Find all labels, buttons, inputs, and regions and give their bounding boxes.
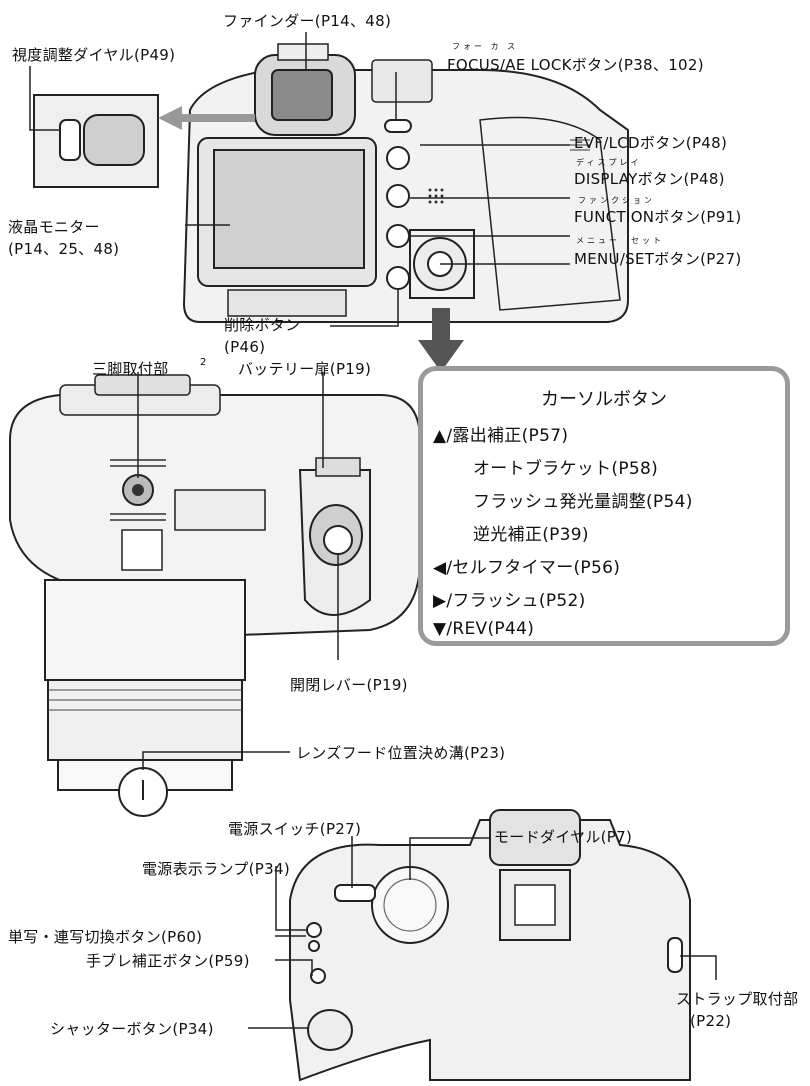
delete-button-pages: (P46) <box>224 338 266 356</box>
delete-button-label: 削除ボタン <box>224 316 301 334</box>
strap-mount-pages: (P22) <box>690 1012 732 1030</box>
power-lamp-label: 電源表示ランプ(P34) <box>142 860 290 878</box>
focus-ruby: フォー カ ス <box>452 42 519 51</box>
cursor-row-backlight: 逆光補正(P39) <box>473 525 589 545</box>
finder-label: ファインダー(P14、48) <box>223 12 392 30</box>
cursor-button-box: カーソルボタン ▲/露出補正(P57) オートブラケット(P58) フラッシュ発… <box>418 366 790 646</box>
camera-rear-illustration <box>33 43 629 372</box>
strap-mount-label: ストラップ取付部 <box>676 990 799 1008</box>
burst-button-label: 単写・連写切換ボタン(P60) <box>8 928 203 946</box>
tripod-mount-label: 三脚取付部 <box>92 360 169 378</box>
cursor-row-up: ▲/露出補正(P57) <box>433 426 569 446</box>
mode-dial-label: モードダイヤル(P7) <box>494 828 633 846</box>
cursor-row-right: ▶/フラッシュ(P52) <box>433 591 586 611</box>
cursor-row-flash-output: フラッシュ発光量調整(P54) <box>473 492 693 512</box>
evf-lcd-label: EVF/LCDボタン(P48) <box>574 134 728 152</box>
cursor-row-down: ▼/REV(P44) <box>433 619 535 639</box>
shutter-button-label: シャッターボタン(P34) <box>50 1020 214 1038</box>
function-ruby: ファンクション <box>578 196 655 205</box>
stabilizer-button-label: 手ブレ補正ボタン(P59) <box>86 952 250 970</box>
release-lever-label: 開閉レバー(P19) <box>290 676 408 694</box>
camera-bottom-illustration <box>9 374 421 817</box>
leader-lines <box>29 32 717 1029</box>
function-button-label: FUNCTIONボタン(P91) <box>574 208 742 226</box>
lcd-monitor-label: 液晶モニター <box>8 218 100 236</box>
display-button-label: DISPLAYボタン(P48) <box>574 170 725 188</box>
menu-ruby: メニュー セット <box>576 236 664 245</box>
battery-door-label: バッテリー扉(P19) <box>238 360 372 378</box>
focus-ae-lock-label: FOCUS/AE LOCKボタン(P38、102) <box>447 56 704 74</box>
lcd-monitor-pages: (P14、25、48) <box>8 240 120 258</box>
display-ruby: ディスプレイ <box>576 158 642 167</box>
menu-set-label: MENU/SETボタン(P27) <box>574 250 742 268</box>
power-switch-label: 電源スイッチ(P27) <box>228 820 362 838</box>
lens-hood-groove-label: レンズフード位置決め溝(P23) <box>296 744 506 762</box>
tripod-footnote-mark: 2 <box>200 357 207 368</box>
camera-top-illustration <box>289 809 691 1082</box>
diopter-dial-label: 視度調整ダイヤル(P49) <box>12 46 176 64</box>
cursor-row-left: ◀/セルフタイマー(P56) <box>433 558 621 578</box>
cursor-row-auto-bracket: オートブラケット(P58) <box>473 459 659 479</box>
cursor-box-title: カーソルボタン <box>541 389 667 410</box>
